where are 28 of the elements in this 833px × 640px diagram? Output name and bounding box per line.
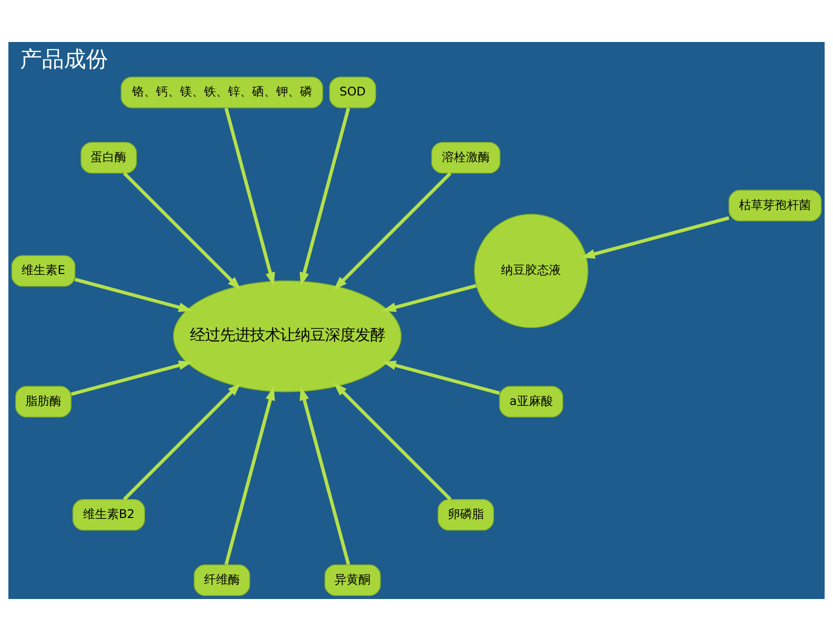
arrow: [224, 386, 275, 565]
node-box: 枯草芽孢杆菌: [728, 189, 822, 221]
node-box: 卵磷脂: [438, 498, 494, 530]
arrow: [382, 284, 477, 312]
node-box: a亚麻酸: [499, 385, 564, 417]
node-box: 脂肪酶: [15, 385, 72, 417]
node-box: 纤维酶: [194, 564, 250, 596]
arrow: [300, 386, 350, 565]
node-circle: 纳豆胶态液: [474, 213, 588, 328]
node-ellipse: 经过先进技术让纳豆深度发酵: [173, 280, 402, 392]
node-box: 异黄酮: [324, 564, 381, 596]
node-box: 溶栓激酶: [431, 141, 500, 174]
arrow: [123, 172, 242, 290]
diagram-title: 产品成份: [20, 46, 108, 72]
node-box: 铬、钙、镁、铁、锌、硒、钾、磷: [120, 76, 324, 108]
arrow: [123, 382, 241, 500]
node-box: 蛋白酶: [80, 141, 137, 174]
node-box: SOD: [329, 76, 376, 108]
arrow: [70, 360, 192, 396]
arrow: [74, 277, 192, 312]
arrow: [224, 107, 275, 286]
arrow: [581, 216, 730, 258]
arrow: [334, 382, 452, 500]
arrow: [300, 107, 350, 286]
node-box: 维生素E: [11, 254, 76, 286]
arrow: [334, 172, 452, 290]
node-box: 维生素B2: [72, 498, 146, 530]
arrow: [382, 360, 500, 394]
